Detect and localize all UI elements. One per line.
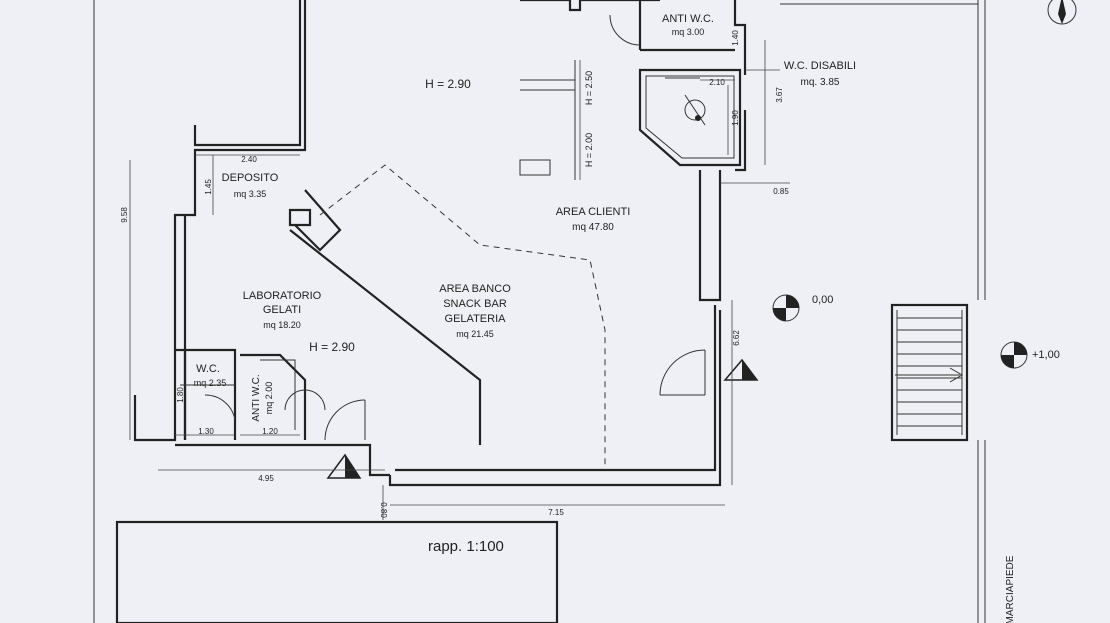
- entrance-arrow-left: [326, 453, 362, 479]
- wheelchair-icon: [684, 94, 706, 126]
- room-name-line2: GELATI: [263, 304, 301, 316]
- level-label-0: 0,00: [812, 294, 833, 306]
- dim-080: 0.80: [379, 502, 388, 518]
- sheet-borders: [93, 0, 986, 623]
- exterior-walls: [133, 0, 747, 487]
- compass-icon: [1047, 0, 1077, 25]
- room-name: ANTI W.C.: [662, 13, 714, 25]
- dim-715: 7.15: [548, 508, 564, 517]
- dim-085: 0.85: [773, 187, 789, 196]
- room-wc-small: W.C. mq 2.35: [194, 363, 227, 388]
- room-area: mq 3.35: [234, 189, 267, 199]
- room-area: mq 3.00: [672, 27, 705, 37]
- room-area: mq 2.00: [264, 382, 274, 415]
- dim-367: 3.67: [775, 87, 784, 103]
- level-marker-1: [1000, 341, 1028, 369]
- room-area: mq. 3.85: [801, 77, 840, 88]
- dim-140: 1.40: [731, 30, 740, 46]
- room-name-line2: SNACK BAR: [443, 298, 507, 310]
- room-name: ANTI W.C.: [251, 374, 262, 421]
- room-area-banco: AREA BANCO SNACK BAR GELATERIA mq 21.45: [439, 283, 511, 339]
- height-label-200: H = 2.00: [584, 133, 594, 167]
- room-name: W.C. DISABILI: [784, 60, 856, 72]
- dim-240: 2.40: [241, 155, 257, 164]
- entrance-arrow-right: [723, 358, 759, 381]
- dim-120: 1.20: [262, 427, 278, 436]
- room-deposito: DEPOSITO mq 3.35: [222, 172, 279, 199]
- dim-180: 1.80: [176, 387, 185, 403]
- dim-130: 1.30: [198, 427, 214, 436]
- height-label-250: H = 2.50: [584, 71, 594, 105]
- dim-495: 4.95: [258, 474, 274, 483]
- level-marker-0: [772, 294, 800, 322]
- room-area: mq 18.20: [263, 320, 301, 330]
- wc-disabili-walls: [638, 0, 742, 167]
- street-label: MARCIAPIEDE: [1005, 555, 1016, 623]
- height-label-lab: H = 2.90: [309, 340, 355, 354]
- dimension-lines: [129, 40, 790, 520]
- dim-958: 9.58: [120, 207, 129, 223]
- level-label-1: +1,00: [1032, 349, 1060, 361]
- dim-210: 2.10: [709, 78, 725, 87]
- dim-662: 6.62: [732, 330, 741, 346]
- room-area: mq 47.80: [572, 222, 614, 233]
- interior-partitions: [175, 60, 576, 445]
- room-name: AREA CLIENTI: [556, 206, 631, 218]
- room-laboratorio: LABORATORIO GELATI mq 18.20: [243, 290, 322, 330]
- entrance-stairs: [890, 303, 969, 442]
- room-wc-disabili: W.C. DISABILI mq. 3.85: [784, 60, 856, 88]
- room-anti-wc-small: ANTI W.C. mq 2.00: [251, 374, 274, 421]
- room-anti-wc-top: ANTI W.C. mq 3.00: [662, 13, 714, 37]
- room-name: DEPOSITO: [222, 172, 279, 184]
- room-name-line1: LABORATORIO: [243, 290, 322, 302]
- room-name-line1: AREA BANCO: [439, 283, 511, 295]
- room-area-clienti: AREA CLIENTI mq 47.80: [556, 206, 631, 233]
- room-name-line3: GELATERIA: [445, 313, 507, 325]
- dim-190: 1.90: [731, 110, 740, 126]
- dim-145: 1.45: [204, 179, 213, 195]
- door-swings: [204, 14, 706, 441]
- room-name: W.C.: [196, 363, 220, 375]
- title-block: [115, 520, 559, 623]
- counter-outline: [319, 164, 606, 470]
- height-label-top: H = 2.90: [425, 77, 471, 91]
- room-area: mq 2.35: [194, 378, 227, 388]
- room-area: mq 21.45: [456, 329, 494, 339]
- scale-label: rapp. 1:100: [428, 538, 504, 555]
